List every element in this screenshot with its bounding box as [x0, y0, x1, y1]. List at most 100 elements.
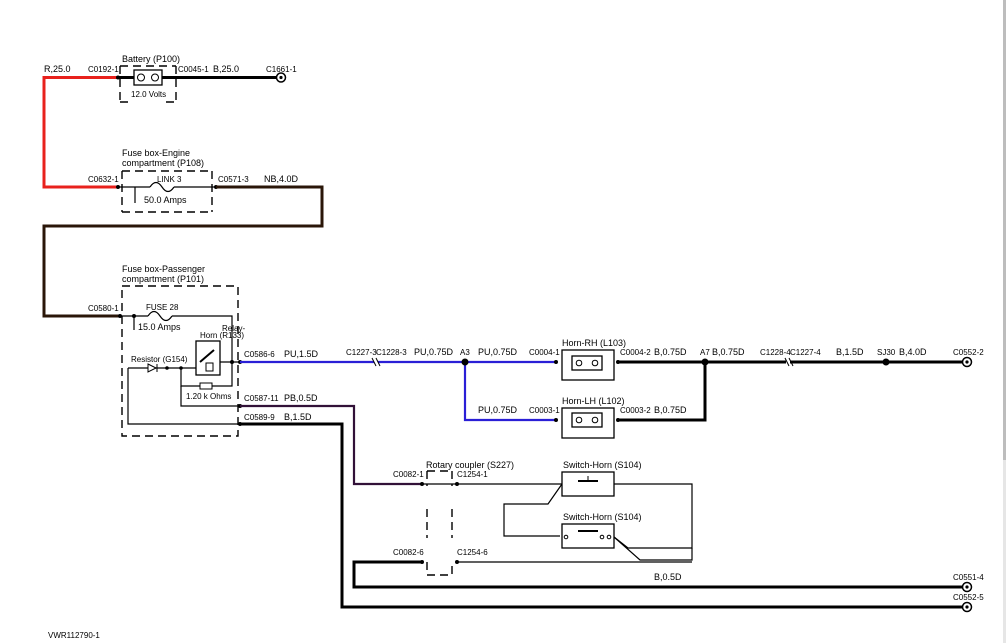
splice-a3: [461, 358, 469, 366]
fuse-link-icon: [149, 181, 175, 193]
ground-connector: C0552-2: [953, 348, 984, 357]
battery-right-wire: B,25.0: [213, 64, 239, 74]
connector-dot: [118, 314, 122, 318]
ground-wire-3-label: B,4.0D: [899, 347, 927, 357]
fuse-engine-left-connector: C0632-1: [88, 175, 119, 184]
battery-voltage: 12.0 Volts: [131, 90, 166, 99]
horn-lh-section: Horn-LH (L102) C0003-1 C0003-2 B,0.75D: [529, 396, 687, 439]
bottom-ground-2: C0552-5: [953, 593, 984, 602]
switch-horn-1-section: Switch-Horn (S104): [503, 460, 693, 540]
connector-dot: [132, 314, 136, 318]
fuse-pass-in-connector: C0580-1: [88, 304, 119, 313]
resistor-title: Resistor (G154): [131, 355, 188, 364]
fuse-engine-right-connector: C0571-3: [218, 175, 249, 184]
switch1-title: Switch-Horn (S104): [563, 460, 642, 470]
horn-rh-feed-label: PU,0.75D: [478, 347, 518, 357]
splice-a3-label: A3: [460, 348, 470, 357]
rotary-title: Rotary coupler (S227): [426, 460, 514, 470]
horn-rh-title: Horn-RH (L103): [562, 338, 626, 348]
resistor-ohms: 1.20 k Ohms: [186, 392, 231, 401]
fuse-pass-rating: 15.0 Amps: [138, 322, 181, 332]
splice-a7-label: A7: [700, 348, 710, 357]
horn-lh-out-wire: B,0.75D: [654, 405, 687, 415]
horn-terminal-icon: [575, 416, 583, 424]
battery-right-connector: C0045-1: [178, 65, 209, 74]
bottom-ground-wire-2: [240, 422, 963, 609]
fuse-engine-link: LINK 3: [157, 175, 182, 184]
horn-feed-wire-label: PU,0.75D: [414, 347, 454, 357]
pb-wire: [240, 404, 422, 486]
switch-terminal-icon: [599, 534, 605, 540]
relay-coil-icon: [205, 362, 214, 372]
rotary-top-right: C1254-1: [457, 470, 488, 479]
battery-feed-wire-red: [42, 76, 118, 189]
fuse-engine-title-line1: Fuse box-Engine: [122, 148, 190, 158]
diode-icon: [147, 363, 158, 373]
splice-a7: [701, 358, 709, 366]
switch2-title: Switch-Horn (S104): [563, 512, 642, 522]
fuse-pass-out2-connector: C0587-11: [244, 394, 279, 403]
connector-dot: [116, 75, 120, 80]
fuse-pass-out1-connector: C0586-6: [244, 350, 275, 359]
horn-lh-ground-wire: [618, 362, 707, 422]
fuse-engine-out-wire: NB,4.0D: [264, 174, 299, 184]
fuse-engine-rating: 50.0 Amps: [144, 195, 187, 205]
fuse-box-engine-section: Fuse box-Engine compartment (P108) LINK …: [88, 148, 299, 213]
fuse-pass-fuse: FUSE 28: [146, 303, 179, 312]
bottom-wire-label: B,0.5D: [654, 572, 682, 582]
switch-terminal-icon: [606, 534, 612, 540]
relay-control-wire: [180, 386, 240, 407]
rotary-boundary: [426, 470, 453, 576]
relay-title-line2: Horn (R133): [200, 331, 244, 340]
relay-title-line1: Relay-: [222, 324, 245, 333]
fuse-28-icon: [147, 310, 173, 322]
battery-terminal-neg: [137, 73, 145, 82]
battery-terminal-pos: [151, 73, 159, 82]
horn-terminal-icon: [591, 416, 599, 424]
horn-feed-c2: C1228-3: [376, 348, 407, 357]
splice-sj30-label: SJ30: [877, 348, 896, 357]
ground-wire-1-label: B,0.75D: [712, 347, 745, 357]
switch2-ground: [613, 536, 693, 561]
ground-c1: C1228-4: [760, 348, 791, 357]
inline-connector-icon: [371, 357, 381, 367]
battery-section: Battery (P100) 12.0 Volts C0192-1 C0045-…: [44, 54, 297, 103]
switch1-link: [503, 483, 563, 537]
horn-rh-out-wire: B,0.75D: [654, 347, 687, 357]
rotary-top-left: C0082-1: [393, 470, 424, 479]
fuse-pass-boundary: [121, 285, 239, 437]
scrollbar-track[interactable]: [1003, 0, 1006, 643]
nb-feed-wire: [42, 185, 324, 318]
horn-feed-c1: C1227-3: [346, 348, 377, 357]
fuse-pass-title-line1: Fuse box-Passenger: [122, 264, 205, 274]
splice-sj30: [882, 358, 890, 366]
horn-rh-section: Horn-RH (L103) C0004-1 C0004-2 B,0.75D: [529, 338, 687, 381]
fuse-pass-out3-connector: C0589-9: [244, 413, 275, 422]
ground-dot-icon: [965, 585, 969, 589]
resistor-icon: [199, 382, 213, 390]
battery-left-connector: C0192-1: [88, 65, 119, 74]
relay-switch-icon: [199, 349, 215, 363]
connector-dot: [554, 418, 558, 422]
horn-rh-out-connector: C0004-2: [620, 348, 651, 357]
rotary-bottom-left: C0082-6: [393, 548, 424, 557]
relay-ground-wire: [127, 368, 240, 425]
horn-lh-feed-label: PU,0.75D: [478, 405, 518, 415]
scrollbar-thumb[interactable]: [1003, 0, 1006, 460]
switch1-out: [614, 483, 693, 540]
fuse-box-passenger-section: Fuse box-Passenger compartment (P101) C0…: [88, 264, 319, 437]
bottom-ground-wire-1: [352, 560, 963, 589]
horn-rh-symbol: [571, 355, 603, 371]
switch1-box: [561, 471, 615, 497]
fuse-pass-out1-wire: PU,1.5D: [284, 349, 319, 359]
horn-lh-symbol: [571, 412, 603, 428]
fuse-engine-boundary: [121, 170, 213, 213]
switch-horn-2-section: Switch-Horn (S104): [561, 512, 693, 561]
horn-lh-feed-wire: [463, 362, 556, 422]
fuse-engine-title-line2: compartment (P108): [122, 158, 204, 168]
horn-rh-in-connector: C0004-1: [529, 348, 560, 357]
connector-dot: [165, 366, 169, 370]
horn-terminal-icon: [575, 359, 583, 367]
horn-lh-title: Horn-LH (L102): [562, 396, 625, 406]
